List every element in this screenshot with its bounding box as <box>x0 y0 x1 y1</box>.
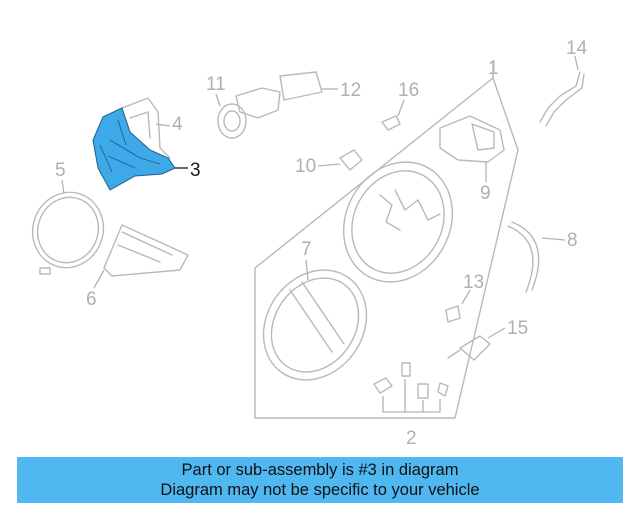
banner-line-1: Part or sub-assembly is #3 in diagram <box>181 461 459 479</box>
part-15-socket <box>447 335 491 361</box>
callout-13: 13 <box>463 272 484 293</box>
part-8-trim <box>507 221 540 293</box>
part-13-bulb <box>445 305 461 323</box>
callout-8: 8 <box>567 230 578 251</box>
part-6-duct <box>103 224 189 277</box>
part-2-fasteners <box>373 362 449 413</box>
part-3-shield-highlighted <box>92 107 176 191</box>
part-14-harness <box>539 71 585 127</box>
callout-3: 3 <box>190 160 201 181</box>
part-10-bulb <box>339 149 363 171</box>
part-5-ring <box>31 191 105 275</box>
callout-7: 7 <box>301 239 312 260</box>
callout-2: 2 <box>406 428 417 449</box>
callout-10: 10 <box>295 156 316 177</box>
banner-line-2: Diagram may not be specific to your vehi… <box>160 481 480 499</box>
callout-11: 11 <box>206 74 226 95</box>
callout-6: 6 <box>86 289 97 310</box>
callout-12: 12 <box>340 80 361 101</box>
leader-lines <box>61 55 579 339</box>
parts-diagram: 1 2 3 4 5 6 7 8 9 10 11 12 13 14 15 16 <box>31 38 588 449</box>
info-banner: Part or sub-assembly is #3 in diagram Di… <box>17 457 623 503</box>
callout-16: 16 <box>398 80 419 101</box>
part-9-socket <box>439 115 505 163</box>
part-16-screw <box>381 115 401 131</box>
callout-15: 15 <box>507 318 528 339</box>
part-11-motor <box>217 103 247 139</box>
callout-4: 4 <box>172 114 183 135</box>
callout-14: 14 <box>566 38 588 59</box>
callout-9: 9 <box>480 183 491 204</box>
callout-5: 5 <box>55 160 66 181</box>
part-1-housing <box>254 77 519 419</box>
part-12-module <box>235 71 323 119</box>
